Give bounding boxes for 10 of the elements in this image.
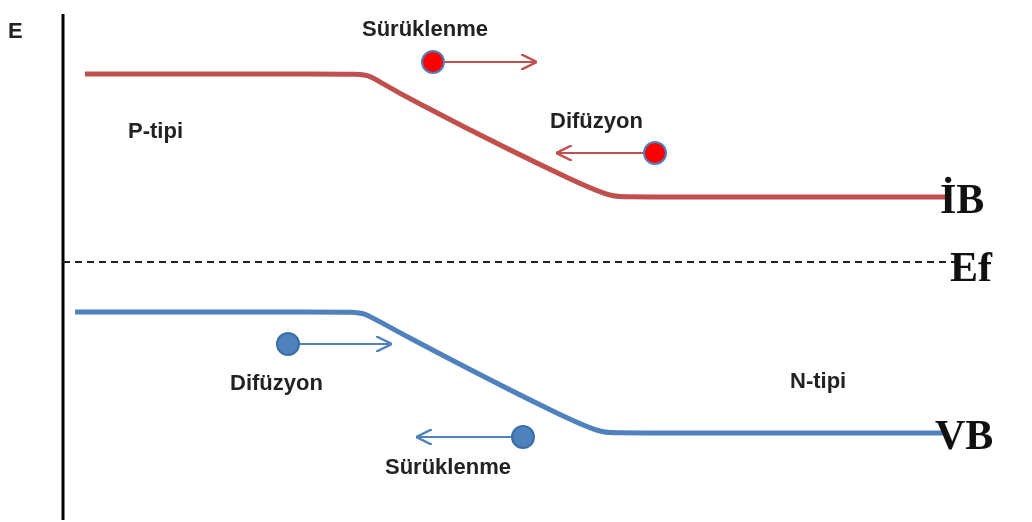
region-label: P-tipi (128, 120, 183, 142)
process-label: Difüzyon (550, 110, 643, 132)
band-label: İB (940, 178, 985, 220)
process-label: Sürüklenme (385, 456, 511, 478)
level-label: Ef (950, 246, 992, 288)
process-label: Difüzyon (230, 372, 323, 394)
region-label: N-tipi (790, 370, 847, 392)
process-label: Sürüklenme (362, 18, 488, 40)
band-label: VB (935, 414, 994, 456)
axis-label: E (8, 20, 23, 42)
